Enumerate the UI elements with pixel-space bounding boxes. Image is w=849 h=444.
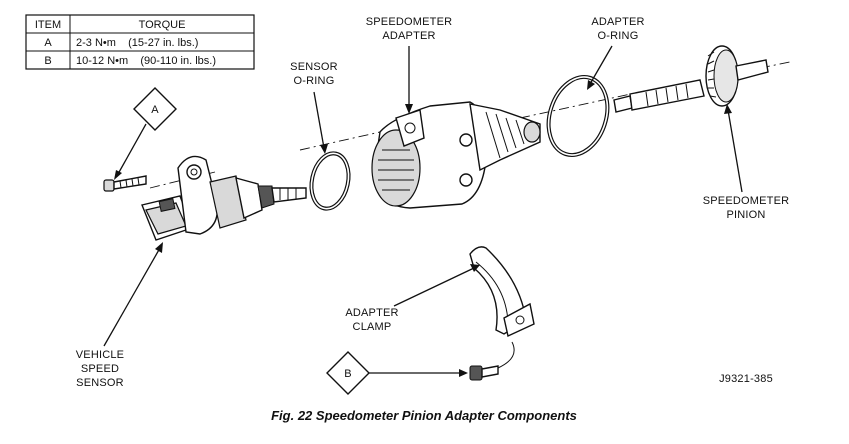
callout-a-letter: A bbox=[151, 104, 159, 116]
svg-text:O-RING: O-RING bbox=[294, 75, 335, 87]
sensor-oring-part bbox=[309, 151, 351, 211]
adapter-oring-part bbox=[546, 74, 610, 158]
svg-text:PINION: PINION bbox=[726, 209, 765, 221]
label-vehicle-speed-sensor: VEHICLE SPEED SENSOR bbox=[76, 242, 163, 389]
table-header-item: ITEM bbox=[35, 19, 61, 31]
callout-b-letter: B bbox=[344, 368, 352, 380]
table-row-b-torque: 10-12 N•m (90-110 in. lbs.) bbox=[76, 55, 216, 67]
callout-b-diamond: B bbox=[326, 351, 468, 395]
clamp-bolt bbox=[469, 365, 499, 381]
table-row-a-torque: 2-3 N•m (15-27 in. lbs.) bbox=[76, 37, 198, 49]
table-row-b-item: B bbox=[44, 55, 51, 67]
label-speedometer-pinion: SPEEDOMETER PINION bbox=[703, 104, 790, 221]
sensor-bolt bbox=[103, 175, 147, 192]
vehicle-speed-sensor-part bbox=[141, 155, 307, 241]
svg-text:VEHICLE: VEHICLE bbox=[76, 349, 124, 361]
label-adapter-clamp: ADAPTER CLAMP bbox=[345, 264, 480, 333]
torque-table: ITEM TORQUE A 2-3 N•m (15-27 in. lbs.) B… bbox=[25, 14, 255, 70]
adapter-clamp-part bbox=[469, 246, 535, 369]
svg-text:ADAPTER: ADAPTER bbox=[382, 30, 435, 42]
svg-text:CLAMP: CLAMP bbox=[353, 321, 392, 333]
svg-text:SPEEDOMETER: SPEEDOMETER bbox=[703, 195, 790, 207]
table-header-torque: TORQUE bbox=[139, 19, 186, 31]
callout-a-diamond: A bbox=[114, 87, 177, 180]
svg-text:SPEEDOMETER: SPEEDOMETER bbox=[366, 16, 453, 28]
figure-id: J9321-385 bbox=[719, 373, 773, 385]
svg-text:SENSOR: SENSOR bbox=[76, 377, 124, 389]
svg-text:ADAPTER: ADAPTER bbox=[591, 16, 644, 28]
svg-text:ADAPTER: ADAPTER bbox=[345, 307, 398, 319]
speedometer-adapter-part bbox=[371, 101, 541, 209]
speedometer-pinion-part bbox=[613, 45, 769, 113]
svg-text:SENSOR: SENSOR bbox=[290, 61, 338, 73]
label-adapter-oring: ADAPTER O-RING bbox=[587, 16, 644, 90]
svg-text:O-RING: O-RING bbox=[598, 30, 639, 42]
table-row-a-item: A bbox=[44, 37, 52, 49]
figure-caption: Fig. 22 Speedometer Pinion Adapter Compo… bbox=[271, 408, 577, 423]
label-sensor-oring: SENSOR O-RING bbox=[290, 61, 338, 154]
svg-text:SPEED: SPEED bbox=[81, 363, 119, 375]
label-speedometer-adapter: SPEEDOMETER ADAPTER bbox=[366, 16, 453, 114]
